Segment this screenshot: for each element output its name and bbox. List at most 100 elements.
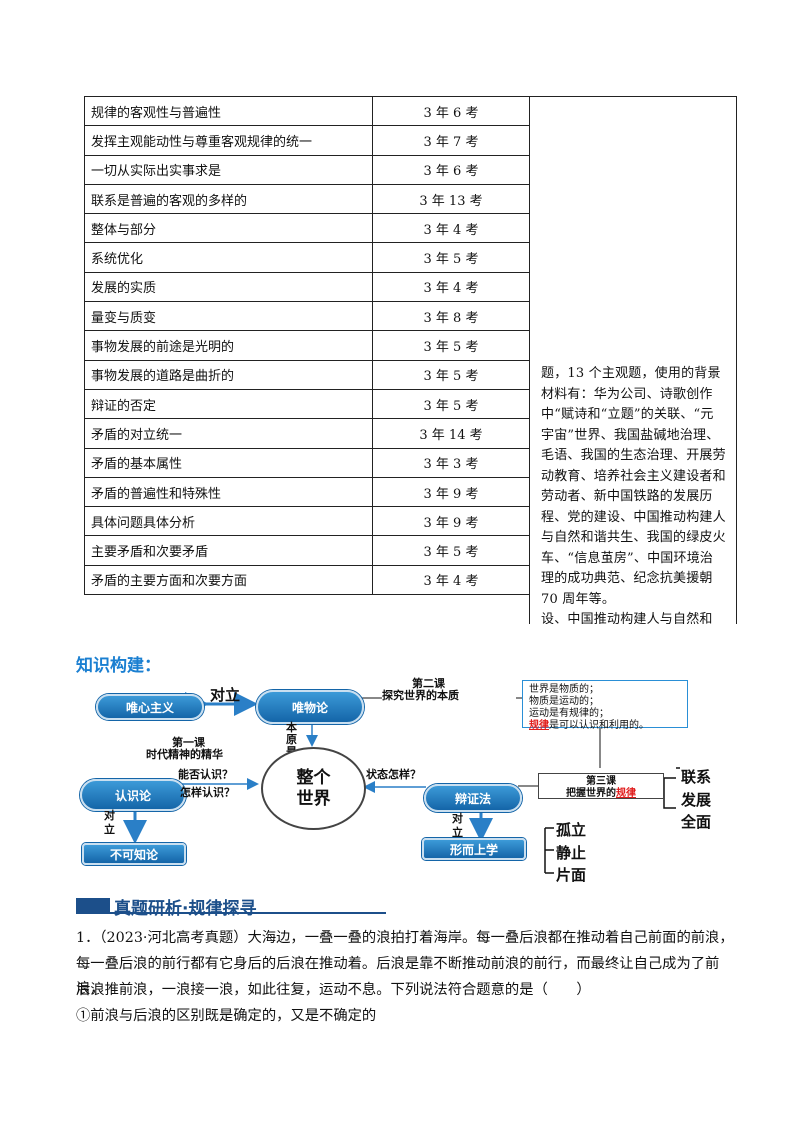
frequency-cell: 3 年 3 考 — [372, 447, 530, 478]
topic-cell: 辩证的否定 — [84, 388, 373, 420]
label-how-know: 怎样认识？ — [180, 786, 235, 799]
node-materialism: 唯物论 — [256, 690, 364, 724]
frequency-cell: 3 年 5 考 — [372, 330, 530, 361]
word-connection: 联系 — [681, 768, 712, 786]
background-materials-cell: 题，13 个主观题，使用的背景材料有：华为公司、诗歌创作中“赋诗和“立题”的关联… — [529, 96, 737, 624]
lesson3-title: 第三课 — [586, 776, 616, 787]
topic-cell: 发挥主观能动性与尊重客观规律的统一 — [84, 125, 373, 156]
lesson2-subtitle: 探究世界的本质 — [382, 689, 459, 702]
frequency-cell: 3 年 6 考 — [372, 154, 530, 185]
center-whole-world: 整个 世界 — [261, 747, 366, 830]
question-line-1: 1．（2023·河北高考真题）大海边，一叠一叠的浪拍打着海岸。每一叠后浪都在推动… — [76, 930, 734, 946]
frequency-cell: 3 年 5 考 — [372, 535, 530, 566]
label-state-question: 状态怎样？ — [366, 768, 421, 781]
lesson3-box: 第三课 把握世界的规律 — [538, 773, 664, 799]
topic-cell: 量变与质变 — [84, 301, 373, 332]
topic-cell: 主要矛盾和次要矛盾 — [84, 535, 373, 566]
frequency-cell: 3 年 13 考 — [372, 183, 530, 215]
background-materials-text: 题，13 个主观题，使用的背景材料有：华为公司、诗歌创作中“赋诗和“立题”的关联… — [541, 364, 726, 624]
diagram-connectors — [123, 692, 680, 874]
frequency-cell: 3 年 5 考 — [372, 388, 530, 420]
topic-cell: 规律的客观性与普遍性 — [84, 95, 373, 127]
lesson3-subtitle-pre: 把握世界的 — [566, 788, 616, 799]
frequency-cell: 3 年 4 考 — [372, 271, 530, 303]
frequency-cell: 3 年 7 考 — [372, 125, 530, 156]
node-agnosticism: 不可知论 — [82, 843, 186, 865]
lesson1-title: 第一课 — [172, 736, 205, 749]
frequency-cell: 3 年 9 考 — [372, 506, 530, 537]
frequency-cell: 3 年 4 考 — [372, 213, 530, 244]
label-can-know: 能否认识？ — [178, 768, 233, 781]
word-static: 静止 — [556, 844, 587, 862]
word-isolated: 孤立 — [556, 821, 587, 839]
frequency-cell: 3 年 8 考 — [372, 301, 530, 332]
topic-cell: 事物发展的道路是曲折的 — [84, 359, 373, 390]
materials-text-continued: 设、中国推动构建人与自然和 — [541, 612, 713, 624]
word-comprehensive: 全面 — [681, 813, 712, 831]
lesson3-subtitle-keyword: 规律 — [616, 788, 636, 799]
word-one-sided: 片面 — [556, 866, 587, 884]
principle-4-rest: 是可以认识和利用的。 — [549, 720, 649, 731]
node-idealism: 唯心主义 — [96, 694, 204, 720]
banner-underline — [76, 912, 386, 914]
banner-title: 真题研析·规律探寻 — [114, 899, 257, 919]
topic-cell: 联系是普遍的客观的多样的 — [84, 183, 373, 215]
frequency-cell: 3 年 14 考 — [372, 418, 530, 449]
topic-cell: 发展的实质 — [84, 271, 373, 303]
topic-cell: 矛盾的普遍性和特殊性 — [84, 476, 373, 508]
lesson1-subtitle: 时代精神的精华 — [146, 748, 223, 761]
frequency-cell: 3 年 4 考 — [372, 564, 530, 596]
question-option-1: ①前浪与后浪的区别既是确定的，又是不确定的 — [76, 1008, 377, 1024]
frequency-cell: 3 年 5 考 — [372, 359, 530, 390]
topic-cell: 具体问题具体分析 — [84, 506, 373, 537]
topic-cell: 矛盾的主要方面和次要方面 — [84, 564, 373, 596]
question-line-3: 后浪推前浪，一浪接一浪，如此往复，运动不息。下列说法符合题意的是（ ） — [76, 982, 591, 998]
center-line-1: 整个 — [296, 767, 331, 788]
section-title: 知识构建： — [76, 656, 161, 676]
principle-3: 运动是有规律的； — [529, 708, 609, 719]
principle-1: 世界是物质的； — [529, 684, 599, 695]
topic-cell: 系统优化 — [84, 242, 373, 273]
topic-cell: 整体与部分 — [84, 213, 373, 244]
center-line-2: 世界 — [296, 788, 331, 809]
materials-text: 题，13 个主观题，使用的背景材料有：华为公司、诗歌创作中“赋诗和“立题”的关联… — [541, 366, 726, 607]
topic-cell: 矛盾的基本属性 — [84, 447, 373, 478]
frequency-cell: 3 年 5 考 — [372, 242, 530, 273]
principle-4: 规律是可以认识和利用的。 — [529, 720, 681, 732]
topic-cell: 事物发展的前途是光明的 — [84, 330, 373, 361]
topic-cell: 矛盾的对立统一 — [84, 418, 373, 449]
principle-4-keyword: 规律 — [529, 720, 549, 731]
banner-bar — [76, 898, 110, 912]
label-opposition-left: 对立 — [104, 809, 115, 836]
knowledge-diagram: 唯心主义 对立 唯物论 第二课 探究世界的本质 世界是物质的； 物质是运动的； … — [70, 668, 740, 888]
frequency-cell: 3 年 6 考 — [372, 95, 530, 127]
label-opposition-right: 对立 — [452, 812, 463, 839]
frequency-cell: 3 年 9 考 — [372, 476, 530, 508]
principles-box: 世界是物质的； 物质是运动的； 运动是有规律的； 规律是可以认识和利用的。 — [522, 680, 688, 731]
principle-2: 物质是运动的； — [529, 696, 599, 707]
node-dialectics: 辩证法 — [424, 784, 522, 812]
lesson2-title: 第二课 — [412, 677, 445, 690]
word-development: 发展 — [681, 791, 712, 809]
node-epistemology: 认识论 — [80, 779, 186, 811]
section-banner: 真题研析·规律探寻 — [76, 894, 386, 919]
topic-cell: 一切从实际出实事求是 — [84, 154, 373, 185]
node-metaphysics: 形而上学 — [422, 838, 526, 860]
lesson3-subtitle: 把握世界的规律 — [539, 788, 663, 800]
